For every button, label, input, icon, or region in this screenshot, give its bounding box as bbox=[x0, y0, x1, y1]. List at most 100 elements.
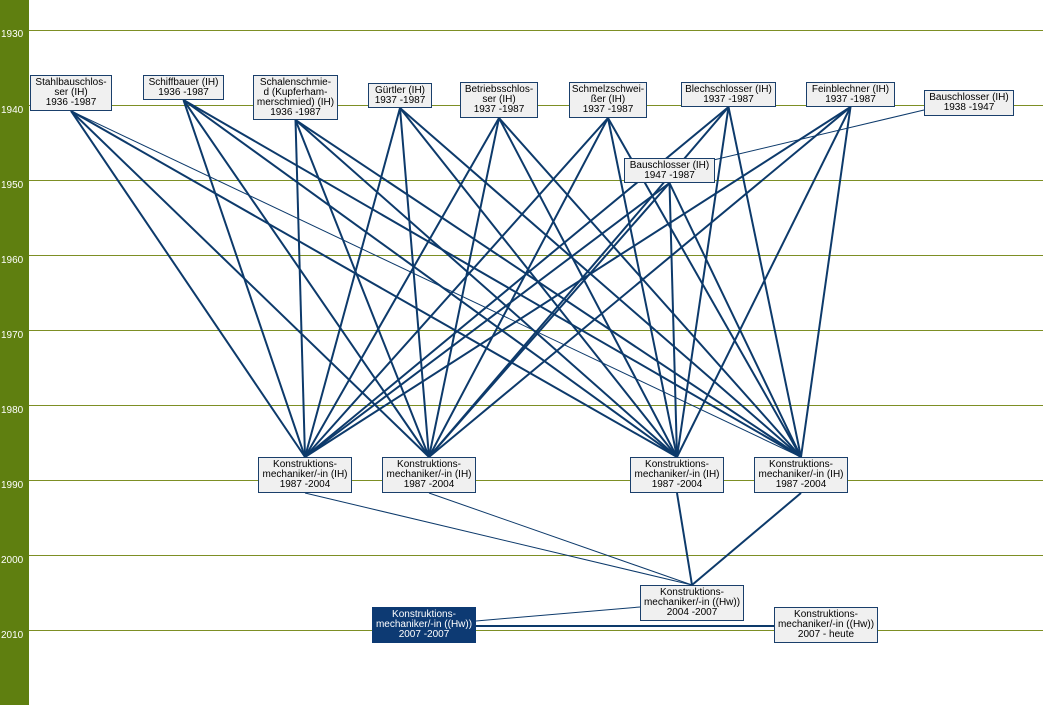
node-guertler[interactable]: Gürtler (IH)1937 -1987 bbox=[368, 83, 432, 108]
node-text-line: 1987 -2004 bbox=[403, 479, 455, 490]
edge-schalenschmied-to-km4 bbox=[294, 119, 802, 458]
node-text-line: Bauschlosser (IH) bbox=[629, 159, 710, 171]
gridline-1990 bbox=[29, 480, 1043, 481]
edge-betriebsschlosser-to-km3 bbox=[498, 117, 678, 458]
node-text-line: Konstruktions- bbox=[645, 459, 709, 470]
edge-km2-to-kmhw2004 bbox=[428, 492, 693, 586]
year-label-1930: 1930 bbox=[1, 29, 24, 40]
edge-guertler-to-km4 bbox=[399, 107, 802, 458]
node-text-line: 2007 - heute bbox=[797, 629, 855, 640]
edge-bauschlosser1947-to-km2 bbox=[428, 182, 671, 458]
edge-km3-to-kmhw2004 bbox=[676, 492, 693, 586]
node-text-line: 1937 -1987 bbox=[374, 94, 426, 106]
node-text-line: Schiffbauer (IH) bbox=[148, 76, 219, 88]
edge-feinblechner-to-km2 bbox=[428, 106, 852, 458]
gridline-1980 bbox=[29, 405, 1043, 406]
node-text-line: Konstruktions- bbox=[392, 609, 456, 620]
year-label-2010: 2010 bbox=[1, 630, 24, 641]
node-text-line: mechaniker/-in (IH) bbox=[758, 469, 844, 480]
node-stahlbauschlosser[interactable]: Stahlbauschlos-ser (IH)1936 -1987 bbox=[30, 75, 112, 111]
node-konstruktionsmechaniker-hw-2007-heute[interactable]: Konstruktions-mechaniker/-in ((Hw))2007 … bbox=[774, 607, 878, 643]
edge-guertler-to-km1 bbox=[304, 107, 401, 458]
node-text-line: ser (IH) bbox=[482, 94, 516, 105]
node-text-line: mechaniker/-in (IH) bbox=[262, 469, 348, 480]
node-text-line: Schmelzschwei- bbox=[571, 84, 645, 95]
edge-km1-to-kmhw2004 bbox=[304, 492, 693, 586]
node-text-line: d (Kupferham- bbox=[263, 86, 328, 98]
edge-bauschlosser1947-to-km4 bbox=[668, 182, 802, 458]
node-text-line: 1987 -2004 bbox=[651, 479, 703, 490]
node-text-line: 1987 -2004 bbox=[775, 479, 827, 490]
node-text-line: 1947 -1987 bbox=[644, 169, 695, 181]
year-label-1940: 1940 bbox=[1, 105, 24, 116]
year-label-1990: 1990 bbox=[1, 480, 24, 491]
node-bauschlosser-1938[interactable]: Bauschlosser (IH)1938 -1947 bbox=[924, 90, 1014, 116]
node-konstruktionsmechaniker-1[interactable]: Konstruktions-mechaniker/-in (IH)1987 -2… bbox=[258, 457, 352, 493]
node-text-line: ser (IH) bbox=[54, 87, 88, 98]
edge-stahlbau-to-km3 bbox=[70, 110, 678, 458]
node-text-line: merschmied) (IH) bbox=[256, 96, 335, 108]
edge-bauschlosser1947-to-km3 bbox=[668, 182, 678, 458]
node-text-line: 1936 -1987 bbox=[270, 106, 321, 118]
node-text-line: 1937 -1987 bbox=[825, 93, 876, 105]
edge-stahlbau-to-km4 bbox=[70, 110, 802, 458]
node-text-line: 1987 -2004 bbox=[279, 479, 331, 490]
edge-schmelzschweisser-to-km3 bbox=[607, 117, 678, 458]
edge-schalenschmied-to-km3 bbox=[294, 119, 678, 458]
node-text-line: Stahlbauschlos- bbox=[35, 77, 107, 88]
edge-schiffbauer-to-km1 bbox=[182, 99, 306, 458]
node-konstruktionsmechaniker-2[interactable]: Konstruktions-mechaniker/-in (IH)1987 -2… bbox=[382, 457, 476, 493]
edge-feinblechner-to-km1 bbox=[304, 106, 852, 458]
gridline-1950 bbox=[29, 180, 1043, 181]
node-konstruktionsmechaniker-4[interactable]: Konstruktions-mechaniker/-in (IH)1987 -2… bbox=[754, 457, 848, 493]
edge-blechschlosser-to-km3 bbox=[676, 106, 730, 458]
node-text-line: Konstruktions- bbox=[660, 587, 724, 598]
gridline-2010 bbox=[29, 630, 1043, 631]
node-betriebsschlosser[interactable]: Betriebsschlos-ser (IH)1937 -1987 bbox=[460, 82, 538, 118]
edge-stahlbau-to-km2 bbox=[70, 110, 430, 458]
node-text-line: 1937 -1987 bbox=[582, 104, 634, 115]
node-feinblechner[interactable]: Feinblechner (IH)1937 -1987 bbox=[806, 82, 895, 107]
node-text-line: 1936 -1987 bbox=[45, 97, 97, 108]
gridline-1930 bbox=[29, 30, 1043, 31]
edge-schmelzschweisser-to-km1 bbox=[304, 117, 609, 458]
edge-schiffbauer-to-km3 bbox=[182, 99, 678, 458]
edge-schalenschmied-to-km1 bbox=[294, 119, 306, 458]
edge-betriebsschlosser-to-km1 bbox=[304, 117, 500, 458]
node-text-line: Blechschlosser (IH) bbox=[685, 83, 772, 95]
edge-schiffbauer-to-km4 bbox=[182, 99, 802, 458]
edge-feinblechner-to-km4 bbox=[800, 106, 852, 458]
edge-betriebsschlosser-to-km4 bbox=[498, 117, 802, 458]
edge-guertler-to-km2 bbox=[399, 107, 430, 458]
edge-kmhw2004-to-kmhw2007sel bbox=[475, 606, 641, 622]
node-text-line: 1936 -1987 bbox=[158, 86, 209, 98]
node-text-line: Konstruktions- bbox=[273, 459, 337, 470]
node-schiffbauer[interactable]: Schiffbauer (IH)1936 -1987 bbox=[143, 75, 224, 100]
edge-bauschlosser1947-to-km1 bbox=[304, 182, 671, 458]
node-text-line: 2007 -2007 bbox=[398, 629, 450, 640]
node-konstruktionsmechaniker-3[interactable]: Konstruktions-mechaniker/-in (IH)1987 -2… bbox=[630, 457, 724, 493]
node-text-line: 1937 -1987 bbox=[703, 93, 754, 105]
node-schalenschmied[interactable]: Schalenschmie-d (Kupferham-merschmied) (… bbox=[253, 75, 338, 120]
node-text-line: mechaniker/-in ((Hw)) bbox=[375, 619, 473, 630]
node-text-line: mechaniker/-in ((Hw)) bbox=[777, 619, 875, 630]
node-bauschlosser-1947[interactable]: Bauschlosser (IH)1947 -1987 bbox=[624, 158, 715, 183]
node-text-line: Konstruktions- bbox=[794, 609, 858, 620]
node-schmelzschweisser[interactable]: Schmelzschwei-ßer (IH)1937 -1987 bbox=[569, 82, 647, 118]
year-axis: 1930 1940 1950 1960 1970 1980 1990 2000 … bbox=[0, 0, 29, 705]
node-blechschlosser[interactable]: Blechschlosser (IH)1937 -1987 bbox=[681, 82, 776, 107]
year-label-2000: 2000 bbox=[1, 555, 24, 566]
year-label-1980: 1980 bbox=[1, 405, 24, 416]
node-konstruktionsmechaniker-hw-2004[interactable]: Konstruktions-mechaniker/-in ((Hw))2004 … bbox=[640, 585, 744, 621]
edge-stahlbau-to-km1 bbox=[70, 110, 306, 458]
edge-schalenschmied-to-km2 bbox=[294, 119, 430, 458]
node-text-line: mechaniker/-in (IH) bbox=[386, 469, 472, 480]
node-konstruktionsmechaniker-hw-2007-selected[interactable]: Konstruktions-mechaniker/-in ((Hw))2007 … bbox=[372, 607, 476, 643]
edge-schiffbauer-to-km2 bbox=[182, 99, 430, 458]
node-text-line: Konstruktions- bbox=[397, 459, 461, 470]
node-text-line: Bauschlosser (IH) bbox=[929, 92, 1009, 103]
node-text-line: 1938 -1947 bbox=[943, 102, 995, 113]
node-text-line: mechaniker/-in (IH) bbox=[634, 469, 720, 480]
